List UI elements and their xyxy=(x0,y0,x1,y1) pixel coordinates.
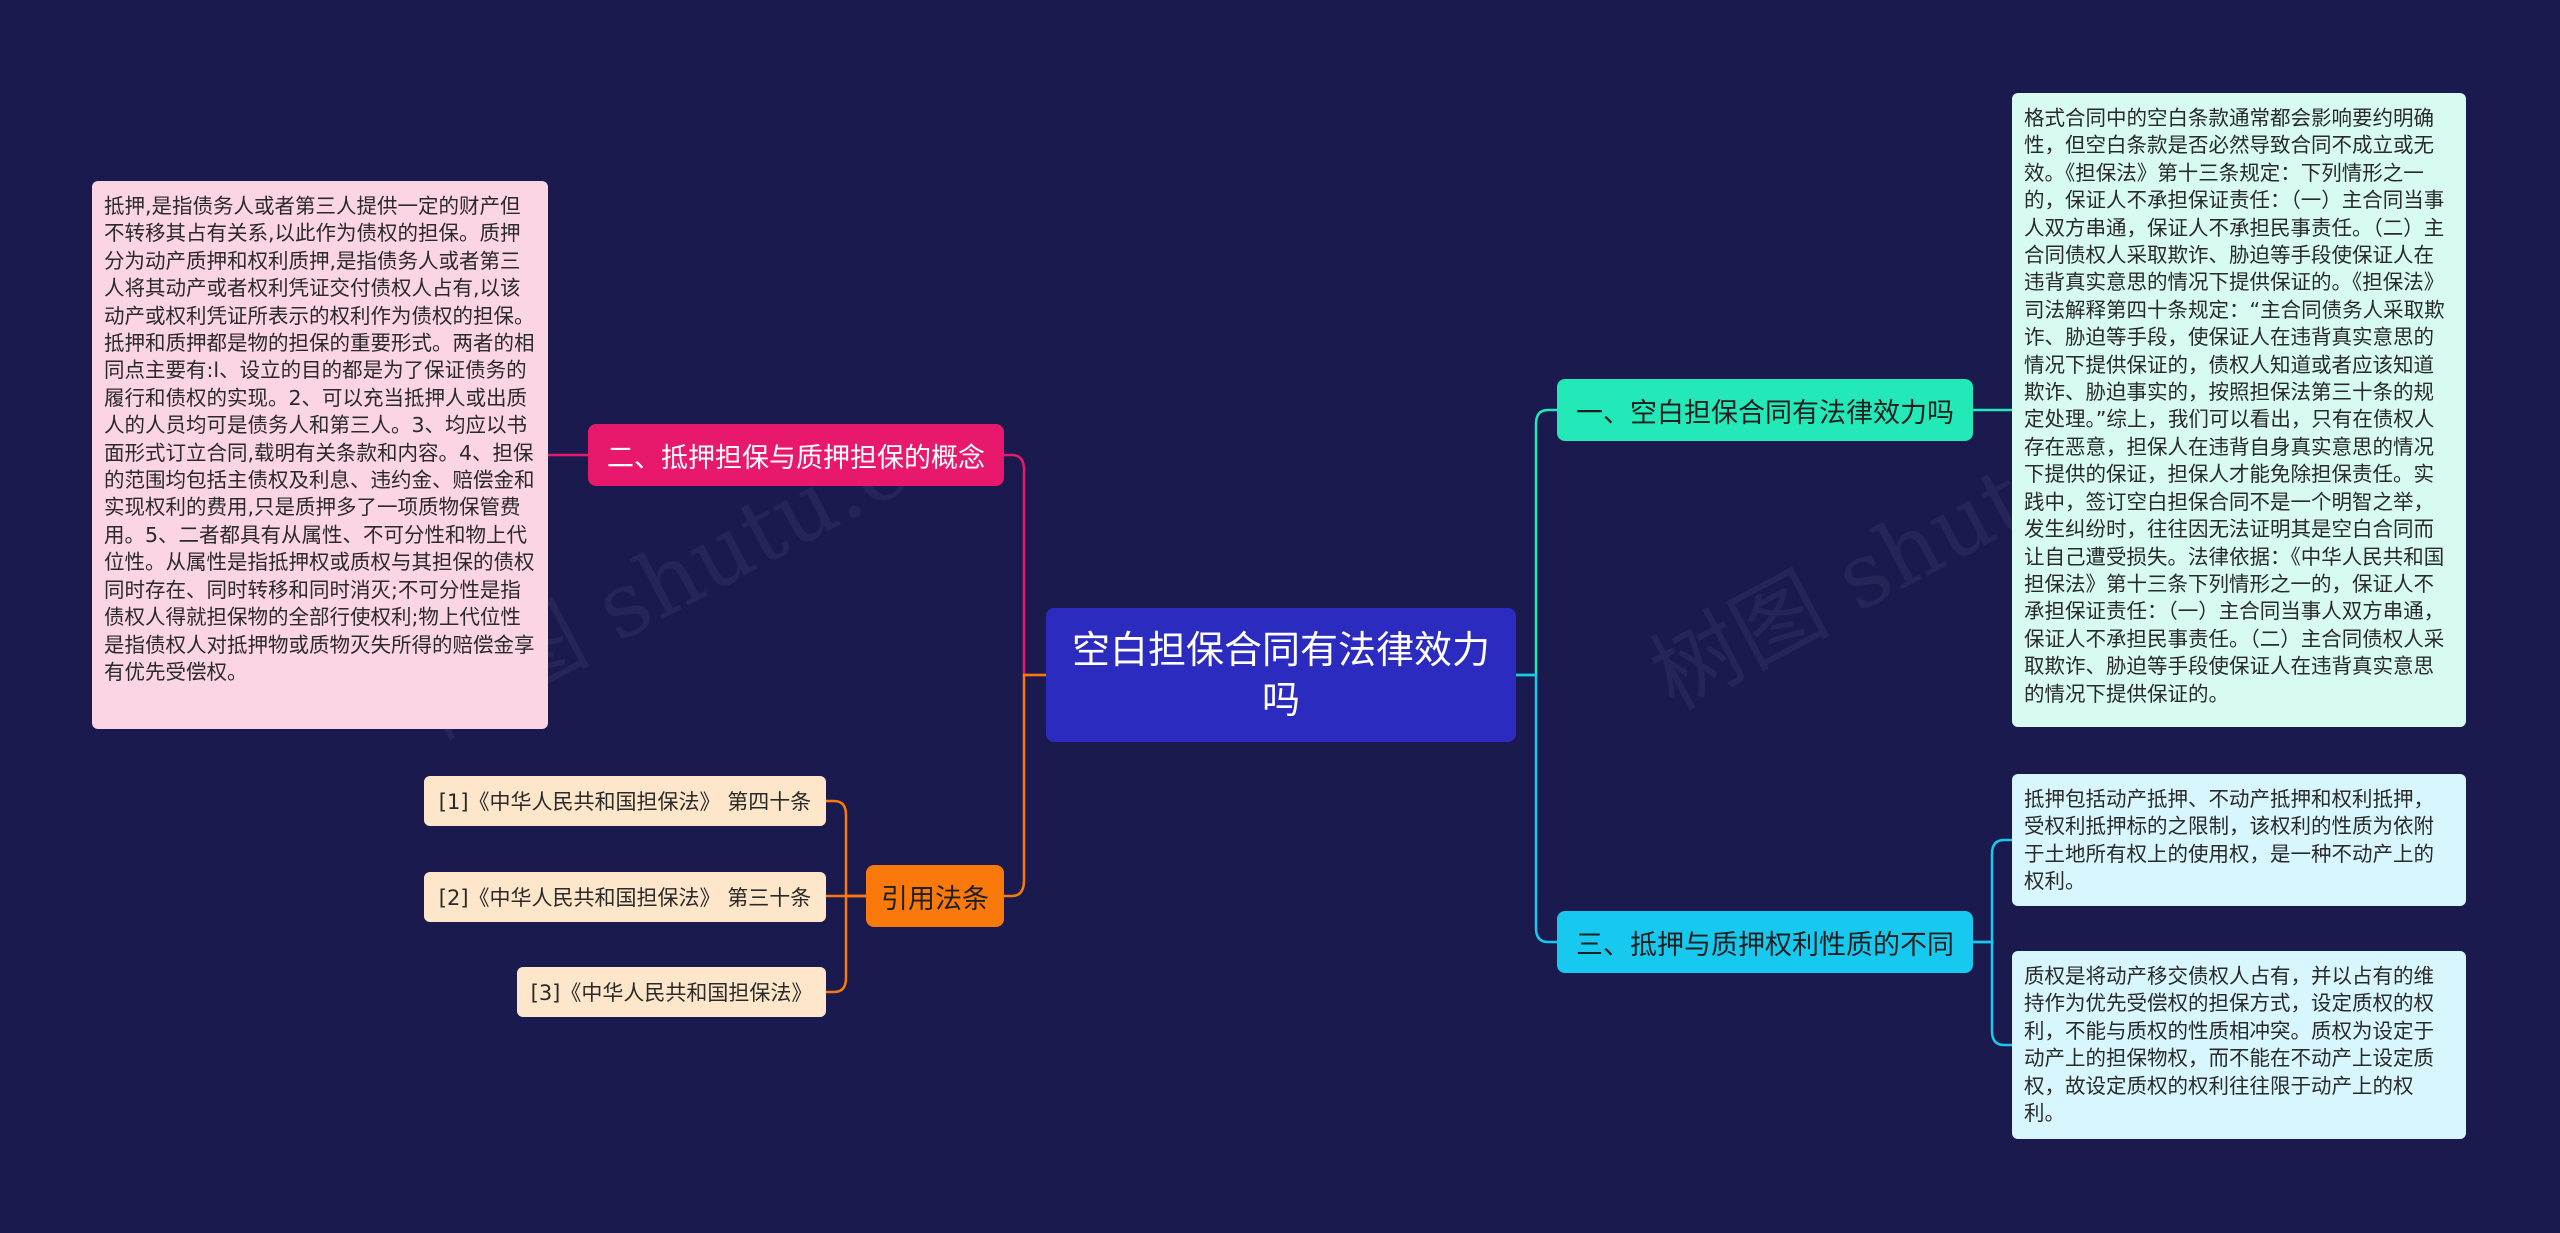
link-law-ref1 xyxy=(826,799,866,898)
branch-law[interactable]: 引用法条 xyxy=(866,865,1004,927)
link-difference-leaf1 xyxy=(1973,838,2012,944)
branch-effect[interactable]: 一、空白担保合同有法律效力吗 xyxy=(1557,379,1973,441)
branch-difference[interactable]: 三、抵押与质押权利性质的不同 xyxy=(1557,911,1973,973)
law-ref-item[interactable]: [1]《中华人民共和国担保法》 第四十条 xyxy=(424,776,826,826)
link-law-ref3 xyxy=(826,894,866,994)
link-central-effect xyxy=(1516,408,1557,677)
leaf-difference-pledge[interactable]: 质权是将动产移交债权人占有，并以占有的维持作为优先受偿权的担保方式，设定质权的权… xyxy=(2012,951,2466,1139)
link-central-concept xyxy=(1004,453,1046,677)
leaf-difference-mortgage[interactable]: 抵押包括动产抵押、不动产抵押和权利抵押，受权利抵押标的之限制，该权利的性质为依附… xyxy=(2012,774,2466,906)
law-ref-item[interactable]: [3]《中华人民共和国担保法》 xyxy=(517,967,826,1017)
central-topic[interactable]: 空白担保合同有法律效力吗 xyxy=(1046,608,1516,742)
law-ref-item[interactable]: [2]《中华人民共和国担保法》 第三十条 xyxy=(424,872,826,922)
link-central-law xyxy=(1004,673,1046,898)
link-difference-leaf2 xyxy=(1973,940,2012,1047)
leaf-effect-text[interactable]: 格式合同中的空白条款通常都会影响要约明确性，但空白条款是否必然导致合同不成立或无… xyxy=(2012,93,2466,727)
branch-concept[interactable]: 二、抵押担保与质押担保的概念 xyxy=(588,424,1004,486)
link-central-difference xyxy=(1516,673,1557,944)
leaf-concept-text[interactable]: 抵押,是指债务人或者第三人提供一定的财产但不转移其占有关系,以此作为债权的担保。… xyxy=(92,181,548,729)
